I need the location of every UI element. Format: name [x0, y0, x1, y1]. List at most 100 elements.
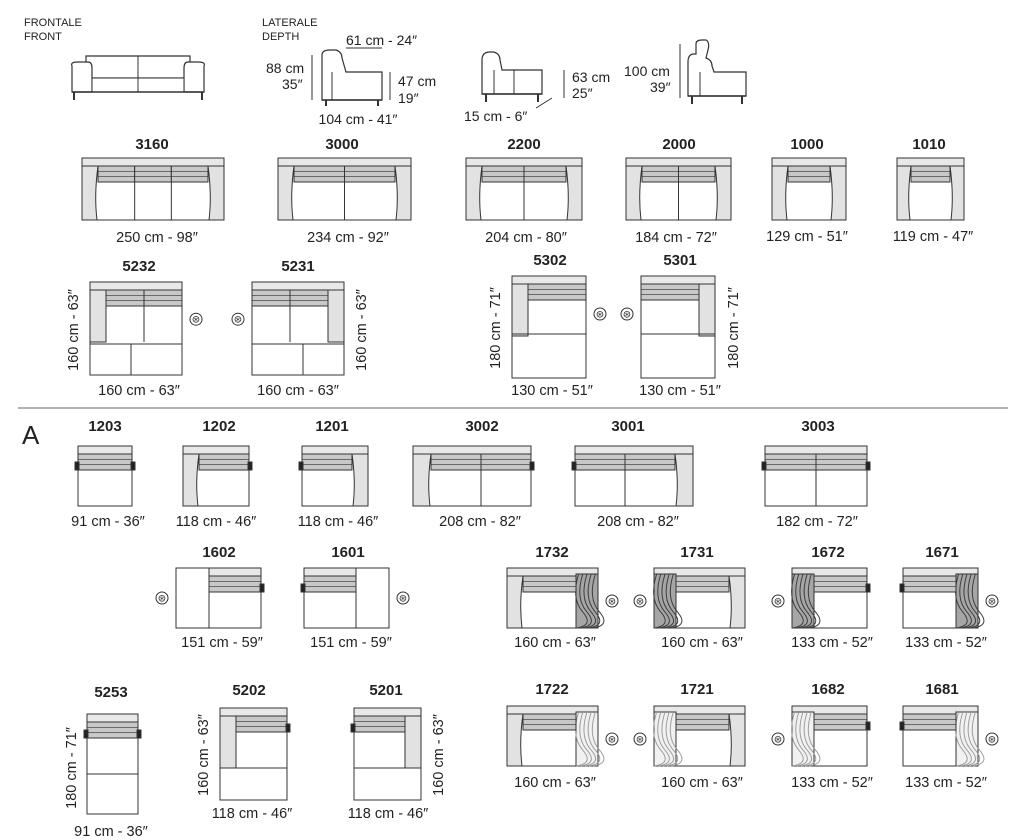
marble-vein	[653, 573, 666, 629]
module-1000	[771, 157, 847, 221]
module-width: 151 cm - 59″	[181, 635, 263, 651]
marble-vein	[959, 711, 972, 767]
front-label: FRONTALE	[24, 17, 82, 29]
right-armrest	[949, 165, 965, 221]
module-width: 130 cm - 51″	[511, 383, 593, 399]
module-5202	[219, 707, 291, 801]
module-3002	[412, 445, 535, 507]
module-1721	[653, 705, 746, 767]
connector-left	[899, 583, 905, 593]
left-armrest	[896, 165, 912, 221]
back-rail	[640, 275, 716, 285]
marble-vein	[665, 573, 679, 629]
side-profile	[321, 49, 383, 101]
back-rail	[764, 445, 868, 455]
back-cushion	[301, 453, 353, 471]
recline-arrow	[535, 97, 553, 109]
module-width: 208 cm - 82″	[597, 514, 679, 530]
connector-left	[350, 723, 356, 733]
marble-vein	[583, 711, 597, 767]
module-1722	[506, 705, 605, 767]
asterisk-mark: ⊛	[623, 310, 631, 321]
marble-vein	[657, 573, 670, 629]
marble-vein	[967, 711, 981, 767]
asterisk-mark: ⊛	[774, 735, 782, 746]
recline-dim: 15 cm - 6″	[464, 108, 527, 124]
asterisk-icon	[605, 732, 619, 746]
asterisk-icon	[396, 591, 410, 605]
module-code: 1601	[331, 544, 364, 561]
left-armrest	[89, 289, 107, 343]
right-armrest	[714, 165, 732, 221]
back-rail	[574, 445, 694, 455]
back-cushion	[902, 575, 957, 593]
back-cushion	[134, 165, 172, 183]
module-1731	[653, 567, 746, 629]
connector-left	[571, 461, 577, 471]
back-cushion	[293, 165, 345, 183]
right-armrest	[404, 715, 422, 769]
back-cushion	[86, 721, 139, 739]
marble-vein	[967, 573, 981, 629]
back-rail	[625, 157, 732, 167]
back-cushion	[143, 289, 183, 307]
back-cushion	[235, 715, 288, 733]
module-1681	[899, 705, 985, 767]
asterisk-mark: ⊛	[596, 310, 604, 321]
connector-right	[285, 723, 291, 733]
marble-vein	[583, 573, 597, 629]
back-rail	[771, 157, 847, 167]
module-code: 1203	[88, 418, 121, 435]
back-rail	[251, 281, 345, 291]
marble-vein	[653, 711, 666, 767]
module-3000	[277, 157, 412, 221]
marble-vein	[959, 573, 972, 629]
module-1202	[182, 445, 253, 507]
side-label: LATERALE	[262, 17, 317, 29]
front-arm-left	[71, 61, 93, 93]
marble-vein	[657, 711, 670, 767]
module-width: 160 cm - 63″	[514, 635, 596, 651]
right-armrest	[674, 453, 694, 507]
module-code: 5253	[94, 684, 127, 701]
module-code: 1732	[535, 544, 568, 561]
recliner-profile	[481, 51, 543, 95]
left-armrest	[771, 165, 789, 221]
connector-right	[247, 461, 253, 471]
module-width: 129 cm - 51″	[766, 229, 848, 245]
connector-right	[136, 729, 142, 739]
side-view-headrest	[679, 39, 747, 104]
height-dim-in: 35″	[282, 76, 303, 92]
side-view-standard	[311, 47, 391, 106]
module-code: 1201	[315, 418, 348, 435]
back-cushion	[97, 165, 136, 183]
asterisk-mark: ⊛	[988, 735, 996, 746]
module-5231	[251, 281, 345, 376]
front-arm-right	[183, 61, 205, 93]
module-2200	[465, 157, 583, 221]
headrest-dim-in: 39″	[650, 79, 671, 95]
asterisk-mark: ⊛	[636, 597, 644, 608]
asterisk-icon	[231, 312, 245, 326]
side-label-en: DEPTH	[262, 31, 299, 43]
connector-right	[259, 583, 265, 593]
asterisk-mark: ⊛	[608, 735, 616, 746]
module-width: 184 cm - 72″	[635, 230, 717, 246]
headrest-profile	[687, 39, 747, 97]
module-1203	[74, 445, 136, 507]
module-code: 1682	[811, 681, 844, 698]
asterisk-mark: ⊛	[399, 594, 407, 605]
module-code: 1721	[680, 681, 713, 698]
right-armrest	[207, 165, 225, 221]
back-cushion	[675, 575, 730, 593]
back-cushion	[902, 713, 957, 731]
module-width: 118 cm - 46″	[298, 514, 379, 530]
asterisk-mark: ⊛	[234, 315, 242, 326]
marble-vein	[803, 573, 817, 629]
left-armrest	[506, 575, 524, 629]
side-view-recliner	[481, 51, 565, 109]
front-view-sofa	[71, 55, 205, 100]
right-armrest	[327, 289, 345, 343]
back-cushion	[430, 453, 482, 471]
